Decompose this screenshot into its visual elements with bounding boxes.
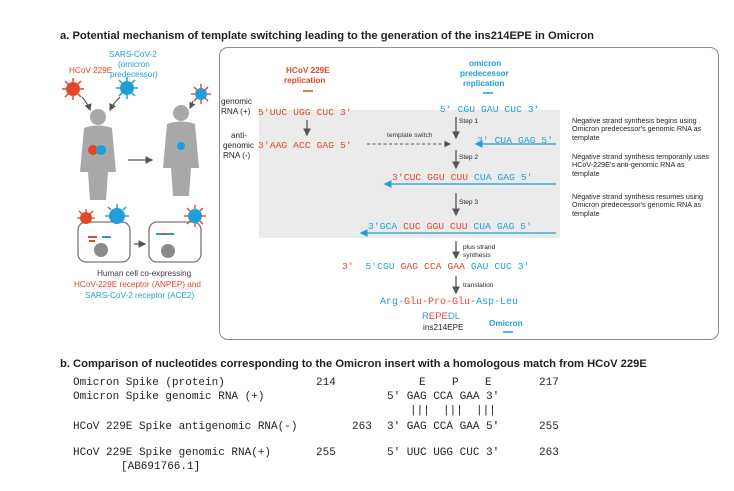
note-step3: Negative strand synthesis resumes using …: [572, 192, 704, 218]
recombinant-virus-icon: [191, 84, 211, 104]
step2-label: Step 2: [459, 154, 479, 161]
sars-virus-icon: [105, 204, 129, 224]
sars-virus-label-3: predecessor): [110, 70, 158, 79]
omicron-genomic-seq: 5' CGU GAU CUC 3': [440, 104, 540, 115]
ins-label: ins214EPE: [423, 323, 464, 332]
person-silhouette-icon: [163, 105, 199, 196]
row-hcov-anti-start: 263: [352, 421, 372, 433]
sars-virus-label-1: SARS-CoV-2: [109, 50, 157, 59]
omicron-label: Omicron: [489, 319, 523, 328]
col-omicron-title-1: omicron: [469, 59, 502, 68]
hcov-antigenomic-seq: 3'AAG ACC GAG 5': [258, 140, 352, 151]
cell-caption-2: HCoV-229E receptor (ANPEP) and: [74, 280, 201, 289]
row-protein-label: Omicron Spike (protein): [73, 377, 225, 389]
recombinant-virus-icon: [184, 205, 206, 227]
plus-strand-label-1: plus strand: [463, 244, 496, 251]
hcov-genomic-seq: 5'UUC UGG CUC 3': [258, 107, 352, 118]
row-protein-start: 214: [316, 377, 336, 389]
antigenomic-label-2: genomic: [223, 141, 254, 150]
row-hcov-genomic-seq: 5' UUC UGG CUC 3': [387, 447, 500, 459]
plus-strand-label-2: synthesis: [463, 252, 491, 259]
step2-seq: 3'CUC GGU CUU CUA GAG 5': [392, 172, 533, 183]
row-omicron-rna-seq: 5' GAG CCA GAA 3': [387, 391, 500, 403]
row-hcov-anti-seq: 3' GAG CCA GAA 5': [387, 421, 500, 433]
person-silhouette-icon: [80, 109, 116, 200]
row-protein-end: 217: [539, 377, 559, 389]
genomic-label-2: RNA (+): [221, 107, 251, 116]
row-protein-seq: E P E: [419, 377, 492, 389]
col-hcov-title-1: HCoV 229E: [286, 66, 330, 75]
template-switch-label: template switch: [387, 132, 433, 139]
sars-virus-icon: [116, 77, 138, 99]
note-step2: Negative strand synthesis temporarily us…: [572, 152, 710, 178]
row-hcov-anti-end: 255: [539, 421, 559, 433]
col-omicron-title-3: replication: [463, 79, 505, 88]
row-match-bars: ||| ||| |||: [410, 405, 496, 417]
panel-a-title: a. Potential mechanism of template switc…: [60, 30, 594, 42]
cell-caption-1: Human cell co-expressing: [97, 269, 192, 278]
hcov-virus-icon: [62, 78, 84, 100]
antigenomic-label-3: RNA (-): [223, 151, 251, 160]
accession-number: [AB691766.1]: [121, 461, 201, 473]
sars-virus-label-2: (omicron: [118, 60, 150, 69]
step3-seq: 3'GCA CUC GGU CUU CUA GAG 5': [368, 221, 533, 232]
panel-b-title: b. Comparison of nucleotides correspondi…: [60, 358, 647, 370]
host-cell-icon: [77, 221, 131, 263]
cell-caption-3: SARS-CoV-2 receptor (ACE2): [85, 291, 195, 300]
protein-seq: Arg-Glu-Pro-Glu-Asp-Leu: [380, 297, 519, 308]
row-hcov-anti-label: HCoV 229E Spike antigenomic RNA(-): [73, 421, 298, 433]
row-hcov-genomic-start: 255: [316, 447, 336, 459]
row-hcov-genomic-label: HCoV 229E Spike genomic RNA(+): [73, 447, 272, 459]
step1-label: Step 1: [459, 118, 479, 125]
final-rna-seq: 3' 5'CGU GAG CCA GAA GAU CUC 3': [342, 261, 530, 272]
col-hcov-title-2: replication: [284, 76, 326, 85]
antigenomic-label-1: anti-: [231, 131, 247, 140]
protein-letters: REPEDL: [422, 311, 461, 322]
translation-label: translation: [463, 282, 494, 289]
step1-seq: 3' CUA GAG 5': [477, 135, 554, 146]
host-cell-icon: [148, 221, 202, 263]
hcov-virus-label: HCoV 229E: [69, 66, 113, 75]
genomic-label-1: genomic: [221, 97, 252, 106]
col-omicron-title-2: predecessor: [460, 69, 509, 78]
row-omicron-rna-label: Omicron Spike genomic RNA (+): [73, 391, 265, 403]
step3-label: Step 3: [459, 199, 479, 206]
row-hcov-genomic-end: 263: [539, 447, 559, 459]
hcov-virus-icon: [77, 209, 95, 224]
note-step1: Negative strand synthesis begins using O…: [572, 116, 702, 142]
mechanism-panel: [219, 47, 719, 340]
